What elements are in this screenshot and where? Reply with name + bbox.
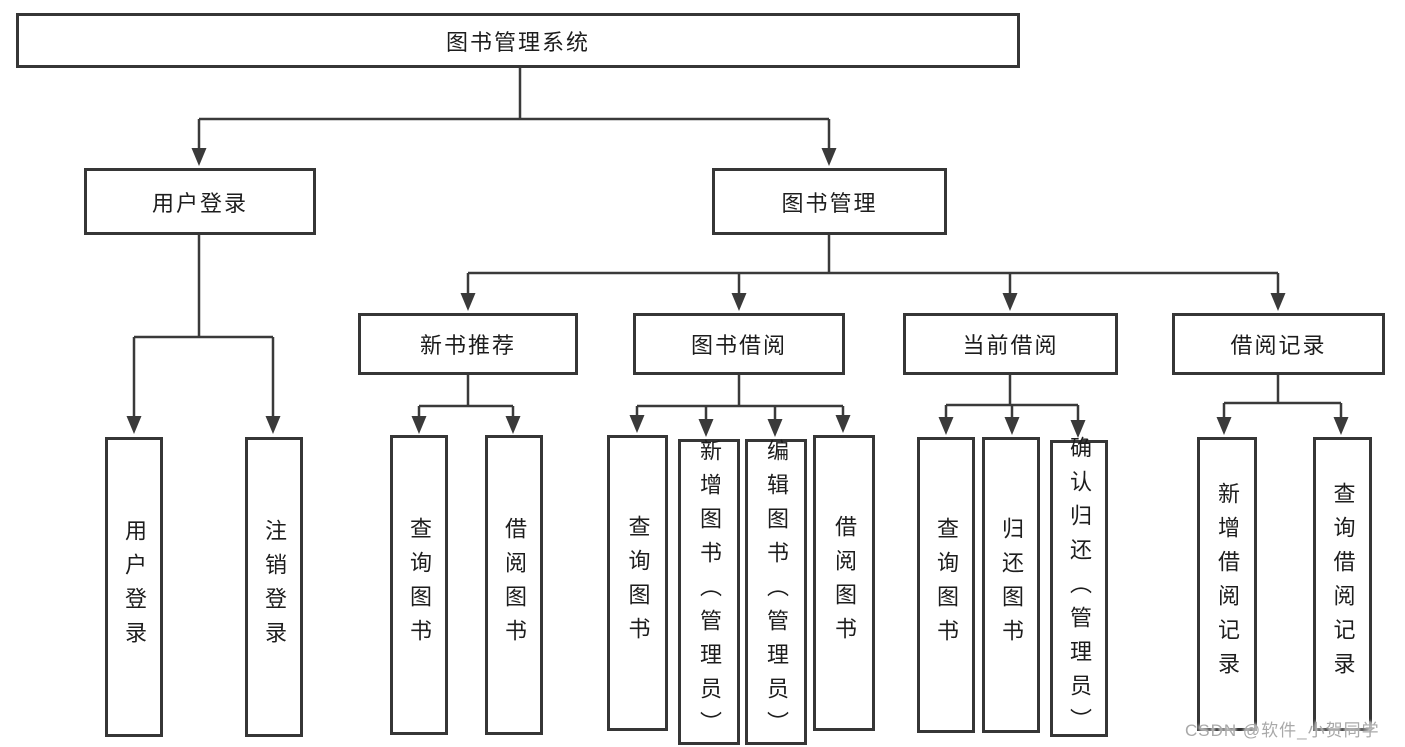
node-label: 图书管理系统 <box>445 29 590 55</box>
node-label: 查询图书 <box>407 517 432 653</box>
node-logout-leaf: 注销登录 <box>245 437 303 737</box>
arrowhead-down-icon <box>1002 293 1018 311</box>
arrowhead-down-icon <box>460 293 476 311</box>
arrowhead-down-icon <box>698 419 714 437</box>
arrowhead-down-icon <box>126 416 142 434</box>
node-label: 新增借阅记录 <box>1215 482 1240 686</box>
node-label: 编辑图书（管理员） <box>764 439 789 745</box>
arrowhead-down-icon <box>1216 417 1232 435</box>
node-library-management-system: 图书管理系统 <box>16 13 1020 68</box>
node-label: 图书借阅 <box>690 333 787 358</box>
node-add-books-admin: 新增图书（管理员） <box>678 439 740 745</box>
node-new-book-recommendation: 新书推荐 <box>358 313 578 375</box>
node-label: 确认归还（管理员） <box>1067 435 1092 742</box>
node-query-borrow-record: 查询借阅记录 <box>1313 437 1372 731</box>
node-label: 借阅记录 <box>1230 333 1327 358</box>
arrowhead-down-icon <box>1333 417 1349 435</box>
arrowhead-down-icon <box>767 419 783 437</box>
node-borrowing-records: 借阅记录 <box>1172 313 1385 375</box>
arrowhead-down-icon <box>731 293 747 311</box>
node-label: 归还图书 <box>999 517 1024 653</box>
arrowhead-down-icon <box>1270 293 1286 311</box>
node-current-borrowing: 当前借阅 <box>903 313 1118 375</box>
watermark-text: CSDN @软件_小贺同学 <box>1185 721 1380 740</box>
node-book-management-branch: 图书管理 <box>712 168 947 235</box>
node-user-login-branch: 用户登录 <box>84 168 316 235</box>
node-label: 用户登录 <box>122 519 147 655</box>
node-query-books: 查询图书 <box>390 435 448 735</box>
node-label: 借阅图书 <box>832 515 857 651</box>
node-label: 注销登录 <box>262 519 287 655</box>
node-return-books: 归还图书 <box>982 437 1040 733</box>
node-label: 当前借阅 <box>962 333 1059 358</box>
node-query-books: 查询图书 <box>607 435 668 731</box>
node-label: 查询借阅记录 <box>1330 482 1356 686</box>
node-label: 借阅图书 <box>502 517 527 653</box>
node-label: 新书推荐 <box>419 333 516 358</box>
node-borrow-books: 借阅图书 <box>485 435 543 735</box>
arrowhead-down-icon <box>411 416 427 434</box>
arrowhead-down-icon <box>1070 420 1086 438</box>
node-add-borrow-record: 新增借阅记录 <box>1197 437 1257 731</box>
node-borrow-books: 借阅图书 <box>813 435 875 731</box>
arrowhead-down-icon <box>191 148 207 166</box>
arrowhead-down-icon <box>938 417 954 435</box>
node-label: 查询图书 <box>625 515 651 651</box>
node-book-borrowing: 图书借阅 <box>633 313 845 375</box>
node-label: 图书管理 <box>781 190 878 216</box>
node-user-login-leaf: 用户登录 <box>105 437 163 737</box>
node-confirm-return-admin: 确认归还（管理员） <box>1050 436 1108 742</box>
node-label: 用户登录 <box>151 190 248 216</box>
node-edit-books-admin: 编辑图书（管理员） <box>745 439 807 745</box>
connector-arrows <box>126 148 1349 438</box>
node-label: 查询图书 <box>934 517 959 653</box>
arrowhead-down-icon <box>265 416 281 434</box>
arrowhead-down-icon <box>629 415 645 433</box>
arrowhead-down-icon <box>821 148 837 166</box>
node-label: 新增图书（管理员） <box>697 439 722 745</box>
connector-segments <box>132 68 1343 422</box>
arrowhead-down-icon <box>1004 417 1020 435</box>
arrowhead-down-icon <box>505 416 521 434</box>
arrowhead-down-icon <box>835 415 851 433</box>
node-query-books: 查询图书 <box>917 437 975 733</box>
